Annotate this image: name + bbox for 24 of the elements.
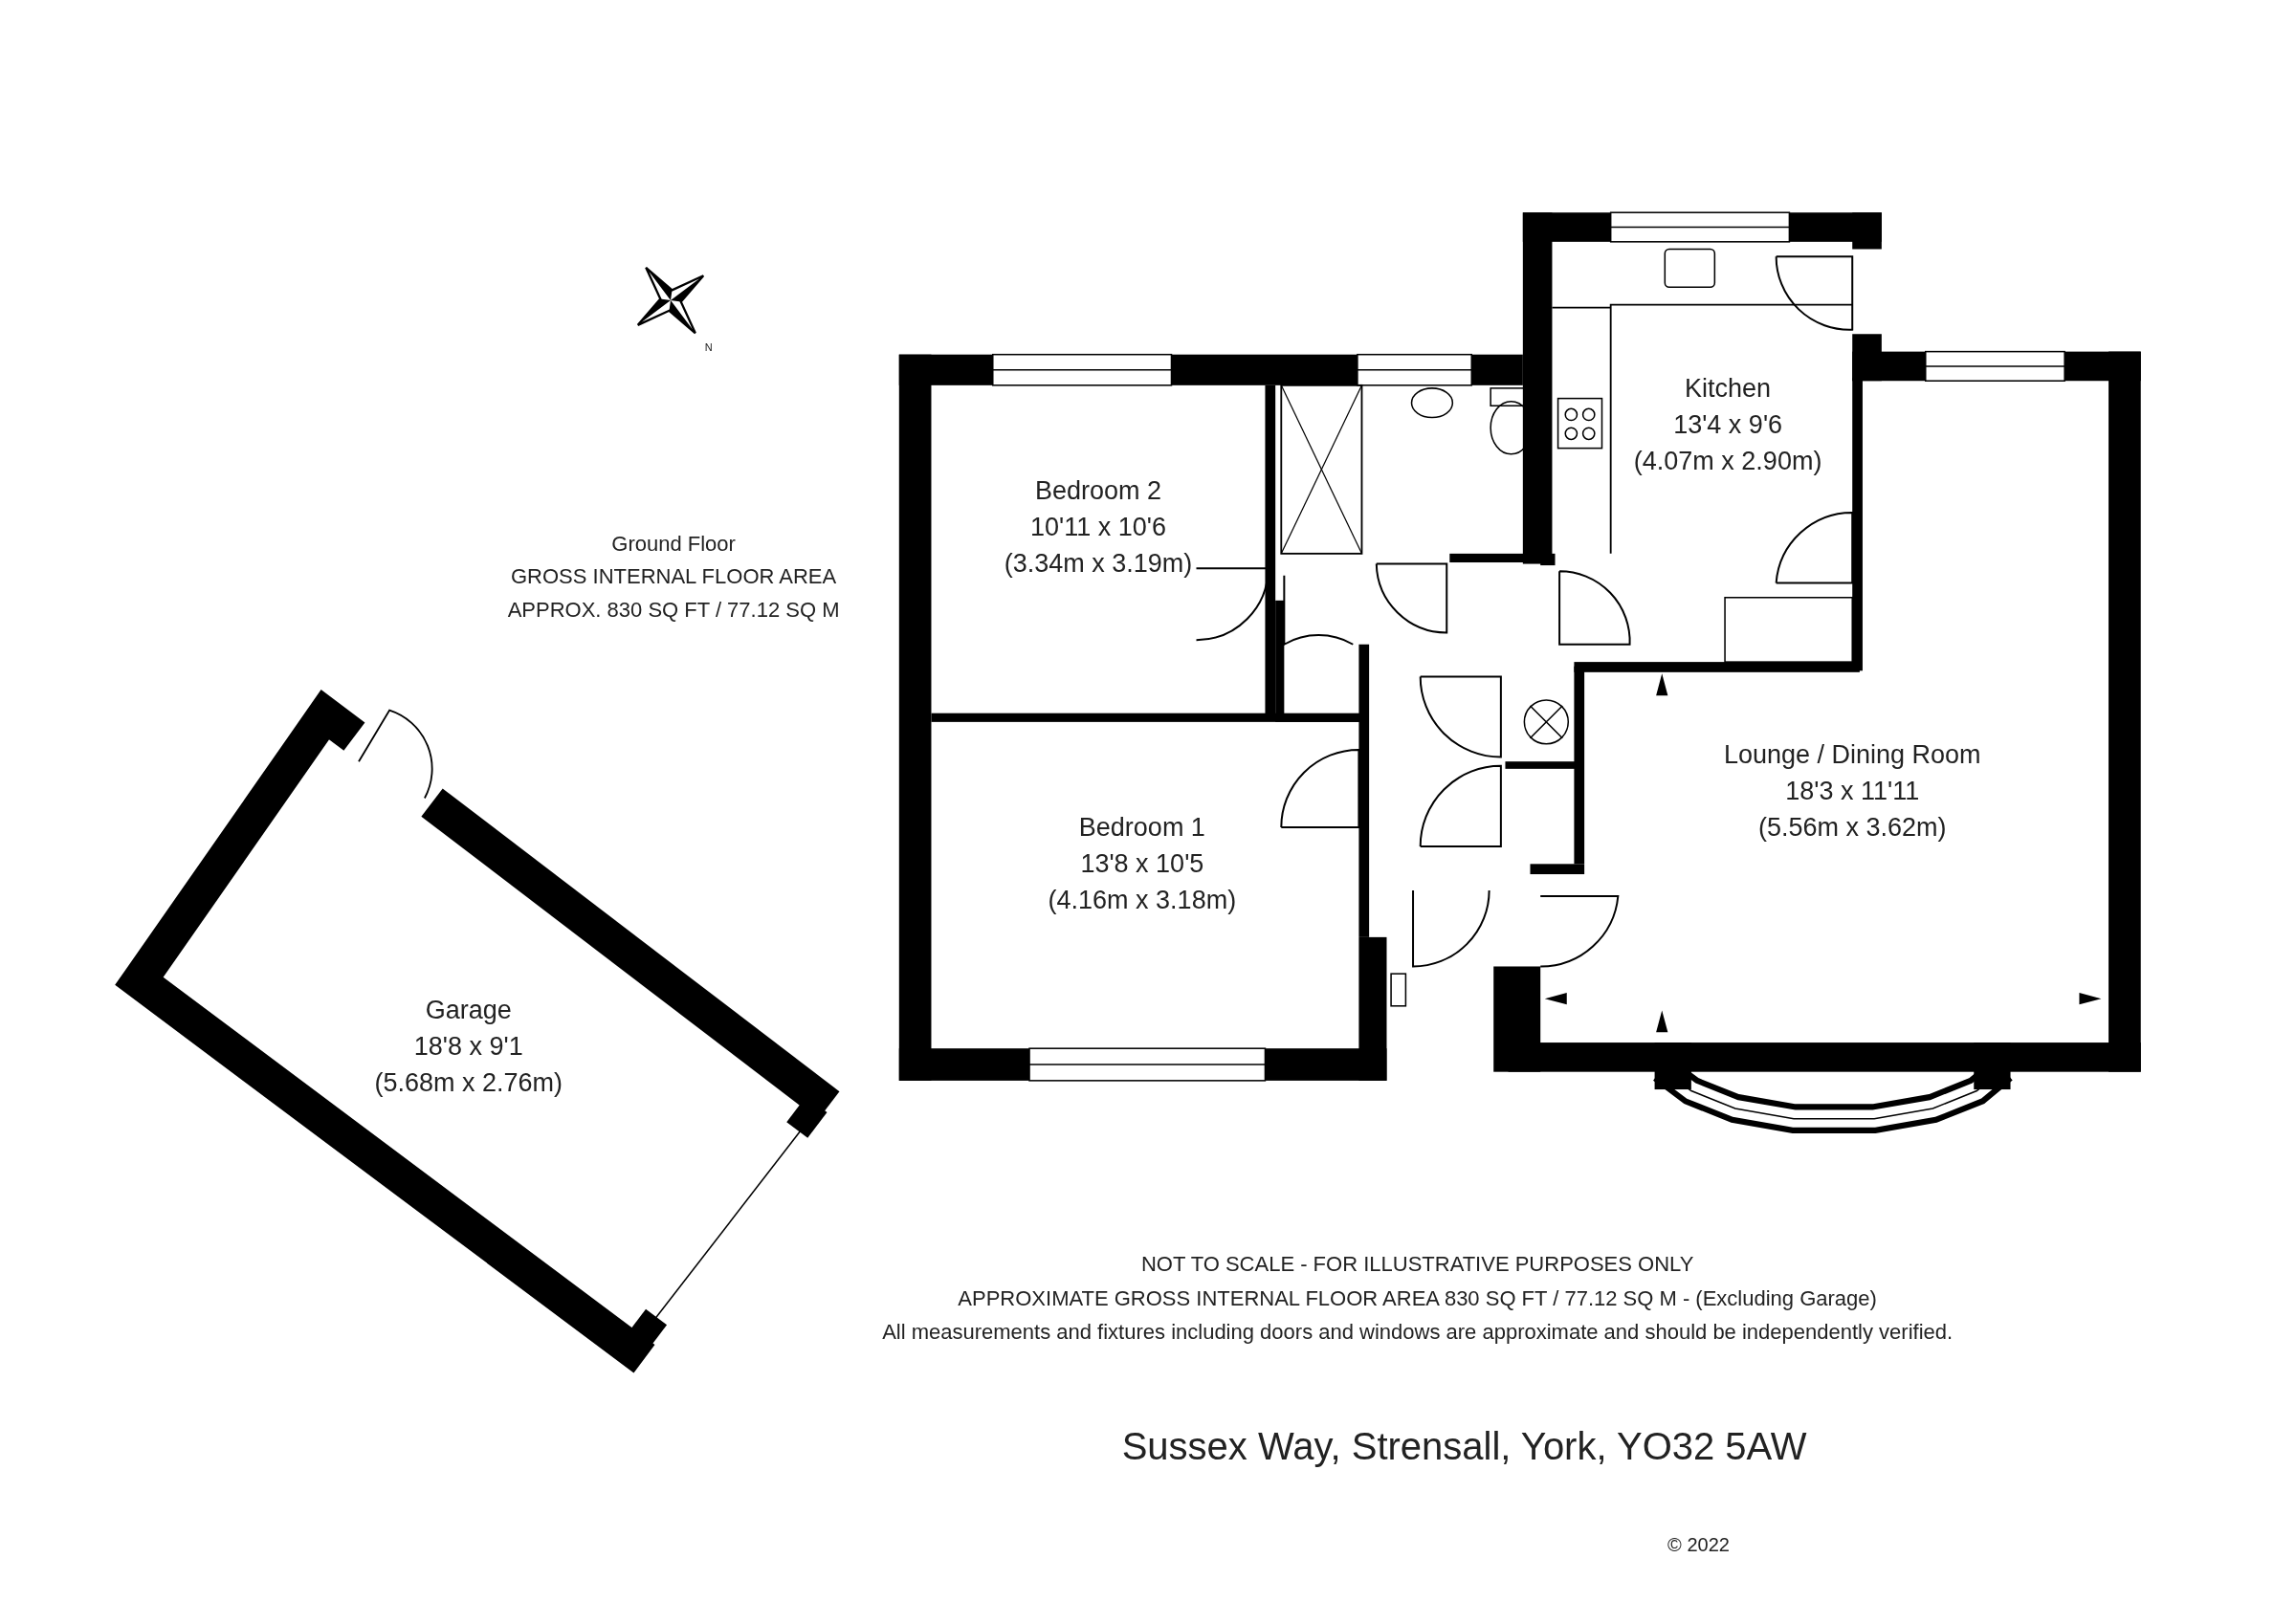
room-dimensions: (4.16m x 3.18m) (1048, 885, 1237, 917)
room-dimensions: 18'3 x 11'11 (1785, 775, 1920, 807)
floor-area-label: Ground Floor (611, 534, 736, 556)
room-dimensions: 13'8 x 10'5 (1080, 848, 1204, 881)
disclaimer-note: NOT TO SCALE - FOR ILLUSTRATIVE PURPOSES ONLY (1140, 1254, 1694, 1276)
room-name: Bedroom 1 (1078, 812, 1205, 845)
room-dimensions: (5.68m x 2.76m) (374, 1067, 563, 1100)
room-name: Bedroom 2 (1034, 475, 1161, 507)
room-dimensions: 13'4 x 9'6 (1673, 408, 1783, 441)
compass-letter: N (704, 341, 713, 353)
room-name: Garage (425, 995, 512, 1027)
room-name: Lounge / Dining Room (1723, 738, 1981, 771)
room-dimensions: 18'8 x 9'1 (413, 1031, 523, 1064)
room-name: Kitchen (1685, 372, 1772, 405)
copyright-note: © 2022 (1667, 1534, 1730, 1554)
room-dimensions: (3.34m x 3.19m) (1004, 548, 1193, 580)
disclaimer-note: APPROXIMATE GROSS INTERNAL FLOOR AREA 830 SQ FT / 77.12 SQ M - (Excluding Garage) (958, 1287, 1877, 1309)
floor-area-label: APPROX. 830 SQ FT / 77.12 SQ M (507, 600, 840, 622)
room-dimensions: (4.07m x 2.90m) (1633, 445, 1822, 477)
floor-area-label: GROSS INTERNAL FLOOR AREA (510, 566, 837, 588)
address: Sussex Way, Strensall, York, YO32 5AW (1121, 1427, 1807, 1466)
disclaimer-note: All measurements and fixtures including doors and windows are approximate and should be independently verified. (882, 1321, 1954, 1343)
room-dimensions: (5.56m x 3.62m) (1757, 811, 1947, 844)
room-dimensions: 10'11 x 10'6 (1030, 512, 1166, 543)
